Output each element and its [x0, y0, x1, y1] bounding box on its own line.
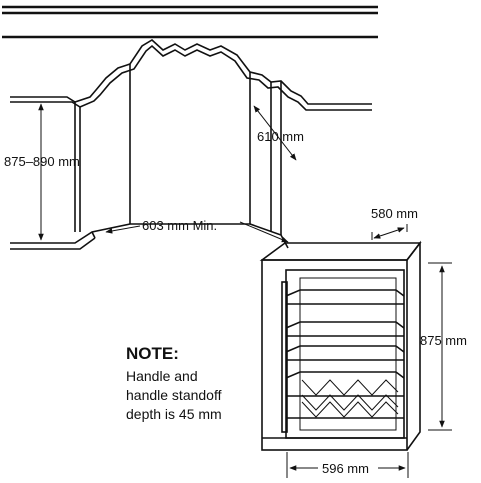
cabinet-depth-label: 610 mm	[257, 129, 304, 144]
unit-depth-dimension: 580 mm	[371, 206, 418, 240]
counter-height-label: 875–890 mm	[4, 154, 80, 169]
unit-height-dimension: 875 mm	[420, 262, 467, 431]
cabinet-depth-dimension: 610 mm	[253, 105, 304, 161]
note-line: depth is 45 mm	[126, 406, 222, 422]
unit-width-label: 596 mm	[322, 461, 369, 476]
note-line: Handle and	[126, 368, 198, 384]
unit-width-dimension: 596 mm	[286, 452, 409, 478]
wine-cooler-unit	[259, 240, 422, 451]
note-block: NOTE: Handle and handle standoff depth i…	[126, 344, 222, 422]
counter-height-dimension: 875–890 mm	[4, 103, 80, 241]
opening-width-dimension: 603 mm Min.	[105, 218, 289, 243]
unit-depth-label: 580 mm	[371, 206, 418, 221]
opening-width-label: 603 mm Min.	[142, 218, 217, 233]
top-rail	[2, 5, 378, 39]
note-line: handle standoff	[126, 387, 222, 403]
unit-height-label: 875 mm	[420, 333, 467, 348]
note-title: NOTE:	[126, 344, 179, 363]
